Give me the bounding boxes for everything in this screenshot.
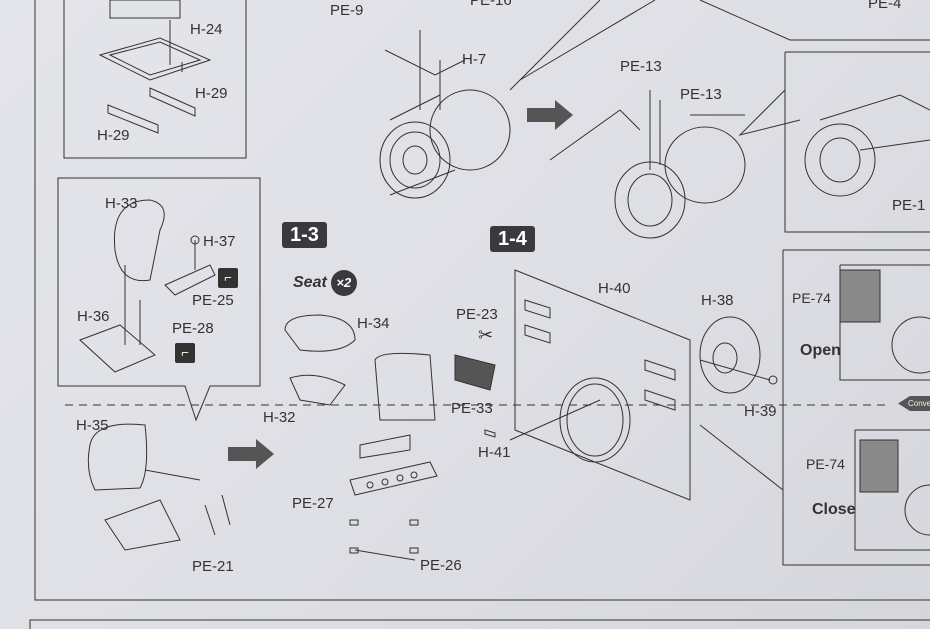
bend-tool-icon: ⌐ xyxy=(175,343,195,363)
label-h34: H-34 xyxy=(357,315,390,332)
label-h39: H-39 xyxy=(744,403,777,420)
label-pe16: PE-16 xyxy=(470,0,512,9)
label-pe23: PE-23 xyxy=(456,306,498,323)
step-badge-1-4: 1-4 xyxy=(490,226,535,252)
label-h40: H-40 xyxy=(598,280,631,297)
panel-h40 xyxy=(454,269,778,501)
label-pe25: PE-25 xyxy=(192,292,234,309)
label-h35: H-35 xyxy=(76,417,109,434)
label-pe4: PE-4 xyxy=(868,0,902,12)
convert-arrow: Convert xyxy=(898,396,930,411)
part-h24 xyxy=(98,0,212,134)
label-h41: H-41 xyxy=(478,444,511,461)
label-h33: H-33 xyxy=(105,195,138,212)
variant-close: Close xyxy=(812,501,856,518)
seat-detail xyxy=(79,199,438,561)
wheel-assembly-3 xyxy=(804,94,930,197)
label-pe28: PE-28 xyxy=(172,320,214,337)
vent-variants xyxy=(839,264,930,551)
arrow-right-icon xyxy=(228,439,274,469)
step-title-seat: Seat×2 xyxy=(293,270,357,296)
label-h24: H-24 xyxy=(190,21,223,38)
label-h7: H-7 xyxy=(462,51,487,68)
quantity-badge: ×2 xyxy=(330,270,357,296)
cut-scissors-icon: ✂ xyxy=(478,325,494,345)
label-pe9: PE-9 xyxy=(330,2,364,19)
label-pe21: PE-21 xyxy=(192,558,234,575)
label-h37: H-37 xyxy=(203,233,236,250)
label-pe26: PE-26 xyxy=(420,557,462,574)
label-h32: H-32 xyxy=(263,409,296,426)
wheel-assembly-1 xyxy=(379,30,511,199)
label-pe74: PE-74 xyxy=(792,290,831,306)
bend-tool-icon: ⌐ xyxy=(218,268,238,288)
label-h36: H-36 xyxy=(77,308,110,325)
label-pe33: PE-33 xyxy=(451,400,493,417)
frame-lines xyxy=(29,0,930,629)
wheel-assembly-2 xyxy=(549,90,746,239)
label-pe13: PE-13 xyxy=(680,86,722,103)
label-h29: H-29 xyxy=(97,127,130,144)
arrow-right-icon xyxy=(527,100,573,130)
label-pe27: PE-27 xyxy=(292,495,334,512)
seat-title: Seat xyxy=(293,274,327,292)
label-pe1: PE-1 xyxy=(892,197,926,214)
label-pe13: PE-13 xyxy=(620,58,662,75)
label-h29: H-29 xyxy=(195,85,228,102)
variant-open: Open xyxy=(800,342,841,359)
step-badge-1-3: 1-3 xyxy=(282,222,327,248)
label-h38: H-38 xyxy=(701,292,734,309)
label-pe74: PE-74 xyxy=(806,456,845,472)
